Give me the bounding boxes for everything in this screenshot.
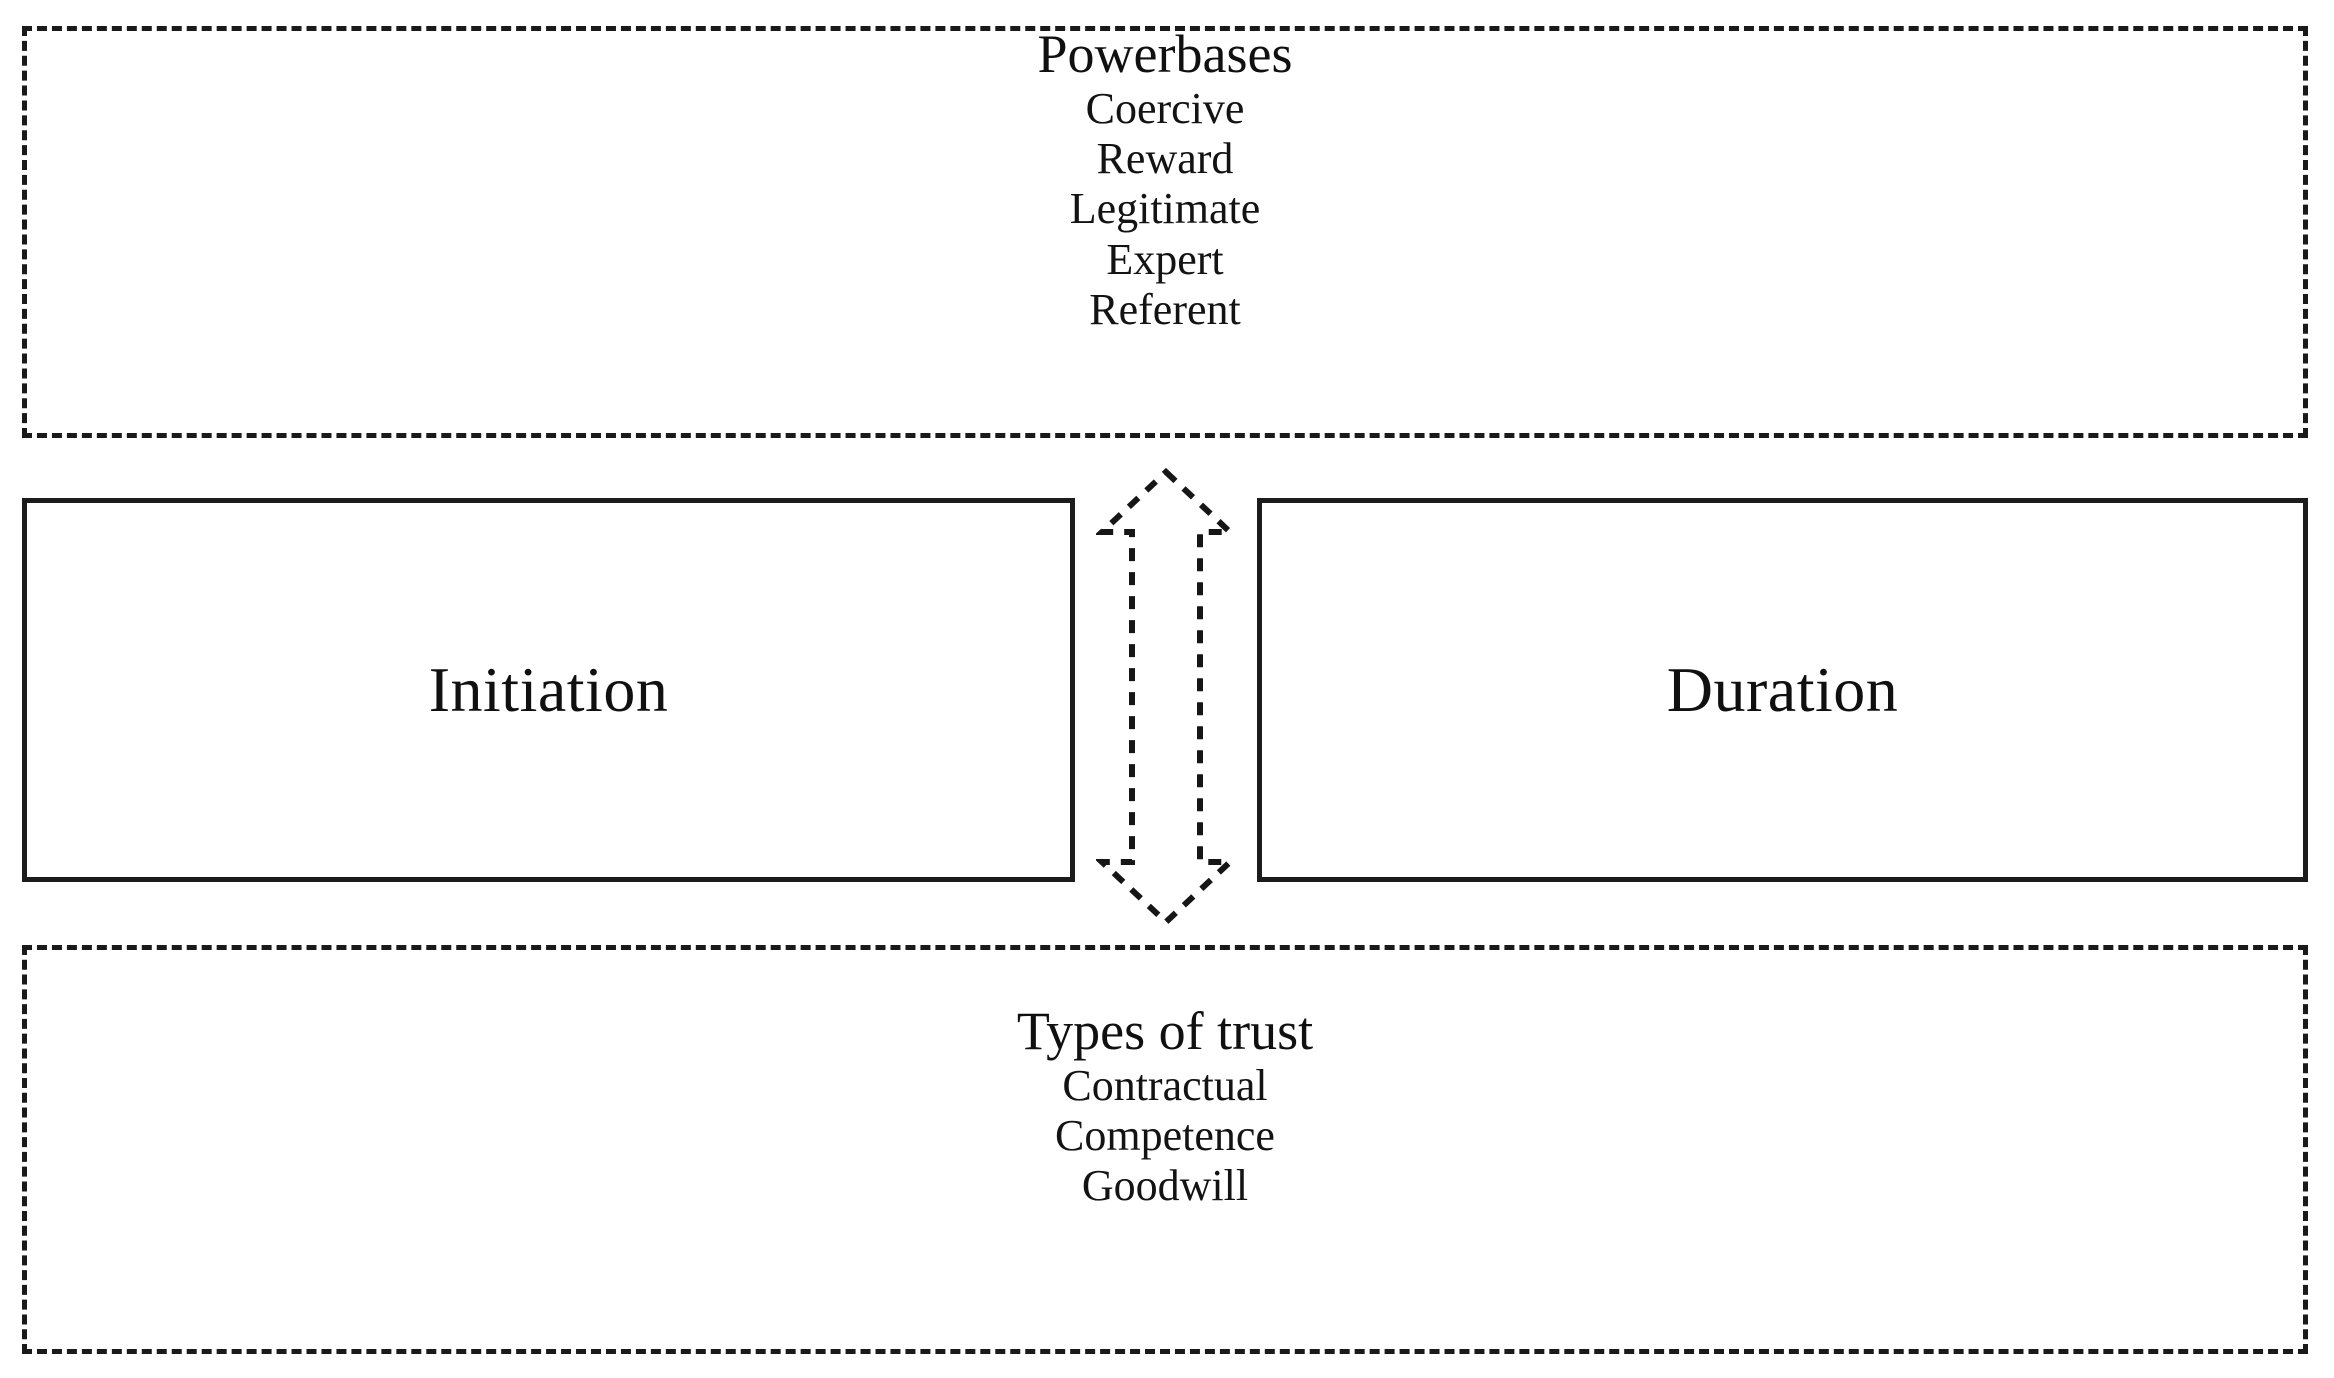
initiation-label: Initiation [428, 654, 669, 725]
powerbases-text-stack: Powerbases Coercive Reward Legitimate Ex… [27, 24, 2303, 335]
types-of-trust-panel: Types of trust Contractual Competence Go… [22, 945, 2308, 1354]
powerbase-item-reward: Reward [1096, 134, 1234, 184]
trust-text-stack: Types of trust Contractual Competence Go… [27, 1001, 2303, 1212]
powerbases-heading: Powerbases [1037, 24, 1293, 84]
trust-item-goodwill: Goodwill [1081, 1161, 1249, 1211]
powerbase-item-referent: Referent [1089, 284, 1241, 334]
duration-label: Duration [1666, 654, 1899, 725]
powerbase-item-legitimate: Legitimate [1069, 184, 1261, 234]
types-of-trust-heading: Types of trust [1016, 1001, 1314, 1061]
powerbase-item-coercive: Coercive [1085, 84, 1245, 134]
powerbases-panel: Powerbases Coercive Reward Legitimate Ex… [22, 26, 2308, 438]
double-headed-arrow-icon [1096, 466, 1236, 928]
trust-item-contractual: Contractual [1062, 1061, 1268, 1111]
powerbase-item-expert: Expert [1106, 234, 1224, 284]
double-headed-arrow-svg [1096, 467, 1236, 927]
duration-box: Duration [1257, 498, 2308, 882]
arrow-outline [1096, 467, 1236, 927]
initiation-box: Initiation [22, 498, 1075, 882]
trust-item-competence: Competence [1055, 1111, 1275, 1161]
